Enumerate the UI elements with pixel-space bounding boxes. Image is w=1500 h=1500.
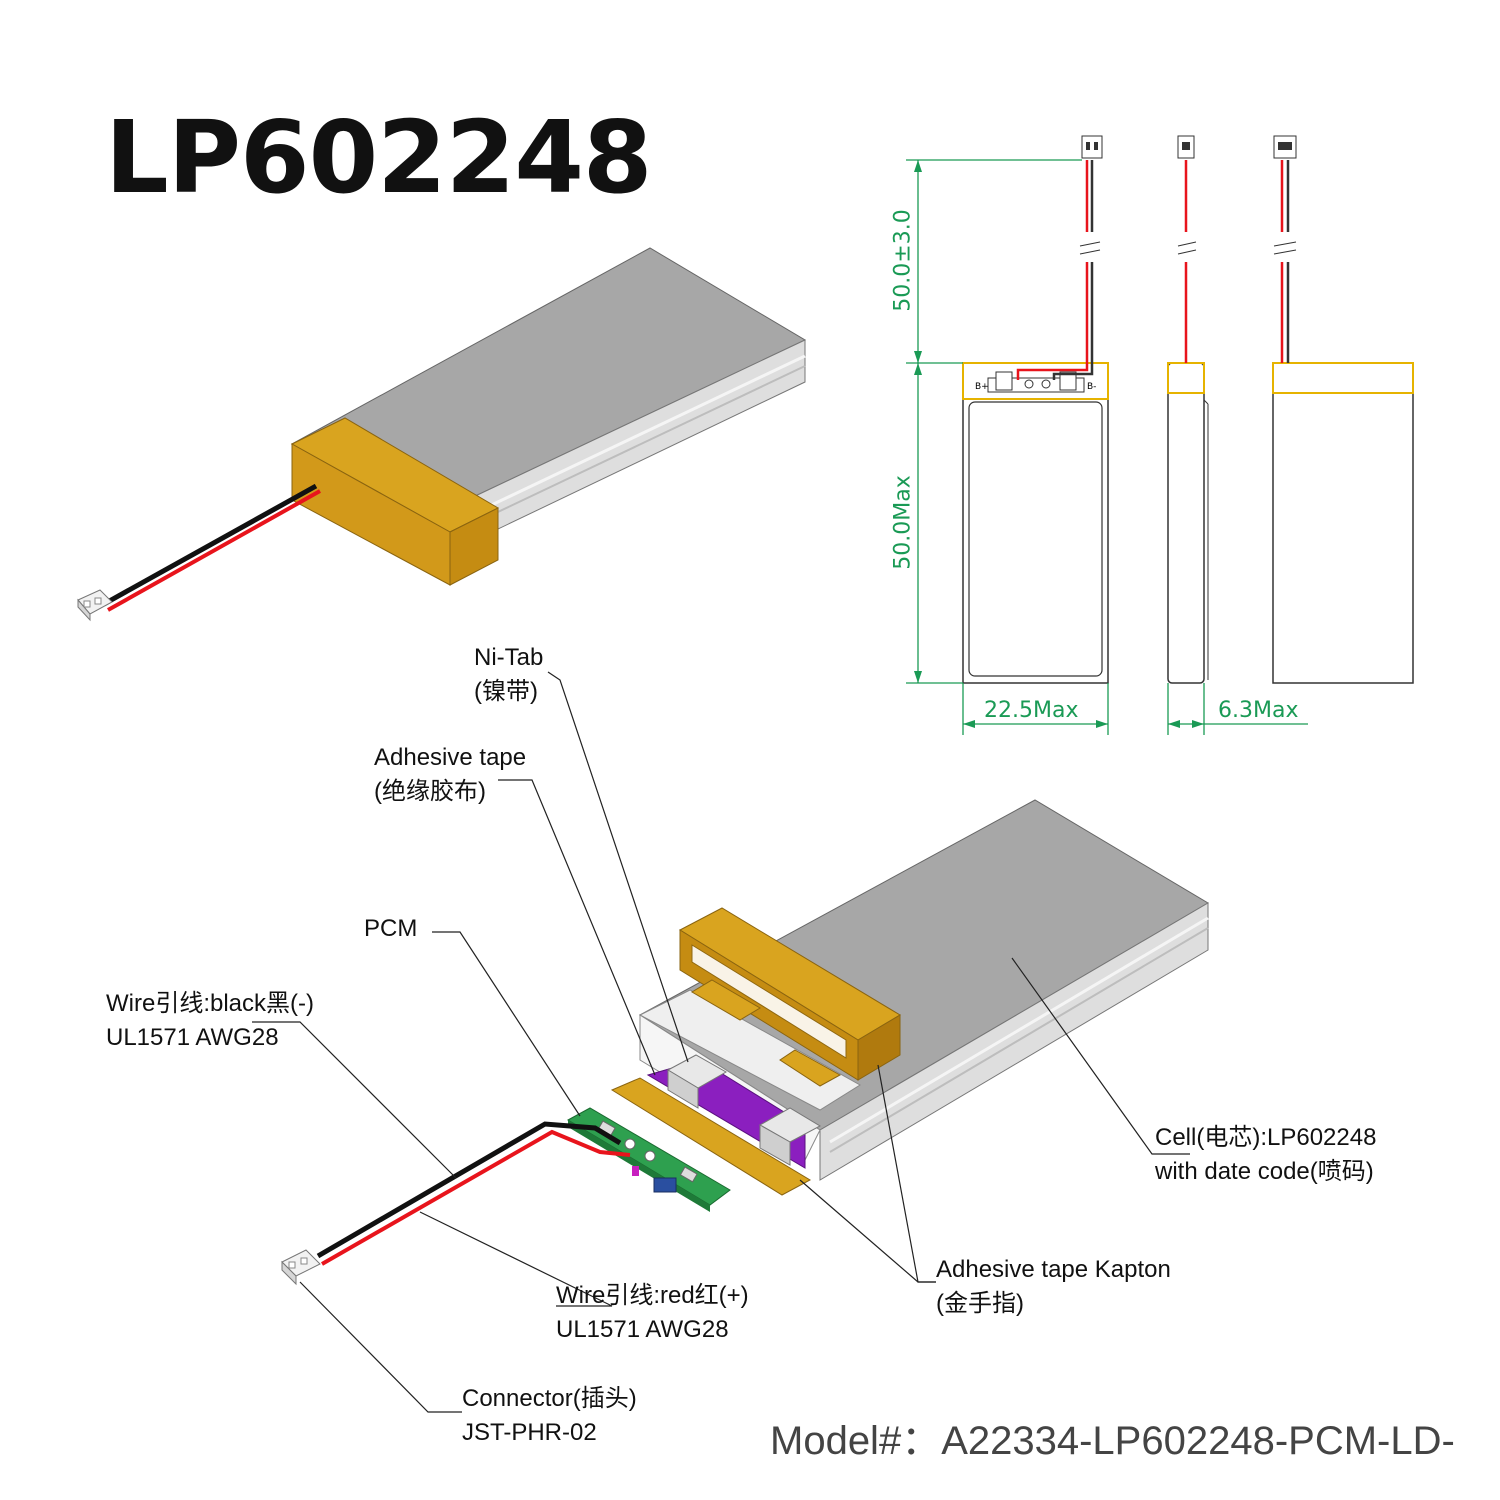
label-cell-line1: Cell(电芯):LP602248	[1155, 1124, 1377, 1151]
model-number: Model#：A22334-LP602248-PCM-LD-	[770, 1419, 1455, 1463]
label-wire-black: Wire引线:black黑(-) UL1571 AWG28	[106, 987, 314, 1055]
label-kapton-line2: (金手指)	[936, 1290, 1024, 1317]
label-wire-red: Wire引线:red红(+) UL1571 AWG28	[556, 1279, 749, 1347]
label-pcm-text: PCM	[364, 915, 418, 942]
label-connector: Connector(插头) JST-PHR-02	[462, 1382, 637, 1450]
kapton-strip	[610, 1077, 812, 1196]
label-wire-red-line2: UL1571 AWG28	[556, 1316, 729, 1343]
label-kapton: Adhesive tape Kapton (金手指)	[936, 1253, 1171, 1321]
label-kapton-line1: Adhesive tape Kapton	[936, 1256, 1171, 1283]
connector-exploded	[281, 1249, 321, 1286]
pcm-pos-mark: B+	[975, 382, 989, 392]
dimension-cell-thickness: 6.3Max	[1218, 698, 1299, 723]
pcm-neg-mark: B-	[1087, 382, 1096, 392]
dimension-cell-length: 50.0Max	[890, 475, 916, 570]
label-cell-line2: with date code(喷码)	[1155, 1158, 1374, 1185]
label-ni-tab: Ni-Tab (镍带)	[474, 641, 543, 709]
label-connector-line2: JST-PHR-02	[462, 1419, 597, 1446]
label-pcm: PCM	[364, 912, 417, 946]
label-adhesive-tape-en: Adhesive tape	[374, 744, 527, 771]
ni-tabs	[666, 1054, 822, 1166]
pcm-board	[566, 1107, 731, 1212]
dimension-wire-length: 50.0±3.0	[890, 209, 916, 312]
kapton-loop	[678, 907, 901, 1087]
assembled-battery-3d	[77, 247, 807, 622]
connector-assembled	[77, 589, 113, 622]
label-adhesive-tape: Adhesive tape (绝缘胶布)	[374, 741, 526, 809]
label-adhesive-tape-cn: (绝缘胶布)	[374, 778, 486, 805]
page-title: LP602248	[105, 99, 652, 216]
label-ni-tab-en: Ni-Tab	[474, 644, 544, 671]
label-cell: Cell(电芯):LP602248 with date code(喷码)	[1155, 1121, 1376, 1189]
label-ni-tab-cn: (镍带)	[474, 678, 538, 705]
dimension-cell-width: 22.5Max	[984, 698, 1079, 723]
dimension-lines	[906, 159, 1308, 735]
leader-lines	[252, 671, 1190, 1413]
label-wire-black-line1: Wire引线:black黑(-)	[106, 990, 314, 1017]
label-connector-line1: Connector(插头)	[462, 1385, 637, 1412]
label-wire-red-line1: Wire引线:red红(+)	[556, 1282, 749, 1309]
label-wire-black-line2: UL1571 AWG28	[106, 1024, 279, 1051]
orthographic-views: B+ B-	[906, 135, 1414, 735]
exploded-battery	[252, 671, 1209, 1413]
